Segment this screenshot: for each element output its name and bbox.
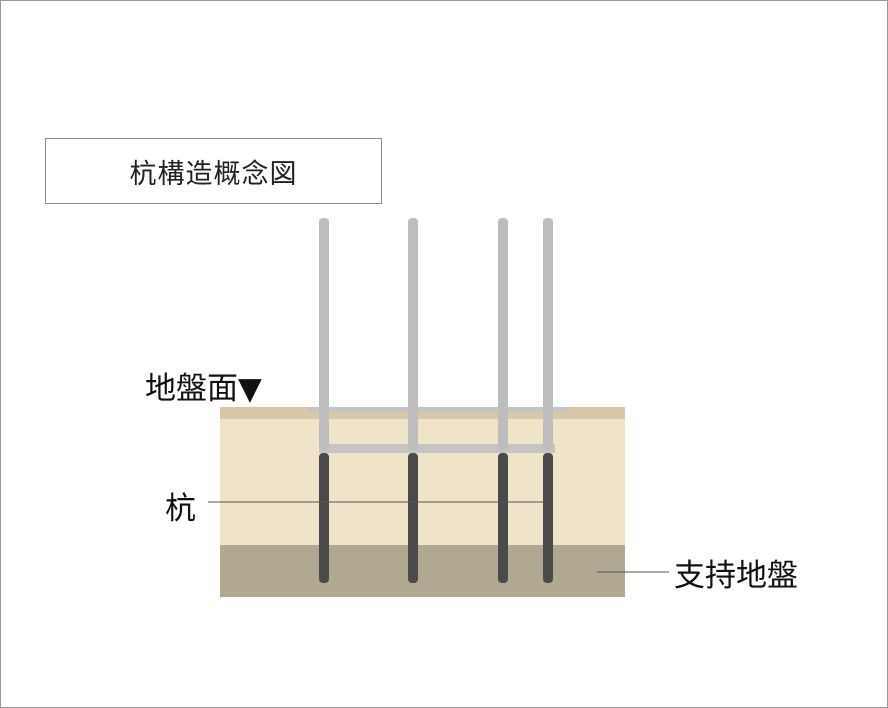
pile-upper-3 [498,218,508,450]
pile-upper-4 [543,218,553,450]
soil-layer [220,419,625,545]
pile-lower-1 [319,453,329,583]
pile-upper-2 [408,218,418,450]
bearing-layer [220,545,625,597]
pile-label: 杭 [165,491,196,527]
diagram-title: 杭構造概念図 [45,138,382,204]
pile-upper-1 [319,218,329,450]
grade-beam [319,444,555,453]
ground-beam [308,407,567,412]
pile-lower-3 [498,453,508,583]
pile-lower-4 [543,453,553,583]
ground-surface-label: 地盤面▼ [145,371,262,407]
pile-lower-2 [408,453,418,583]
bearing-stratum-label: 支持地盤 [674,558,798,594]
